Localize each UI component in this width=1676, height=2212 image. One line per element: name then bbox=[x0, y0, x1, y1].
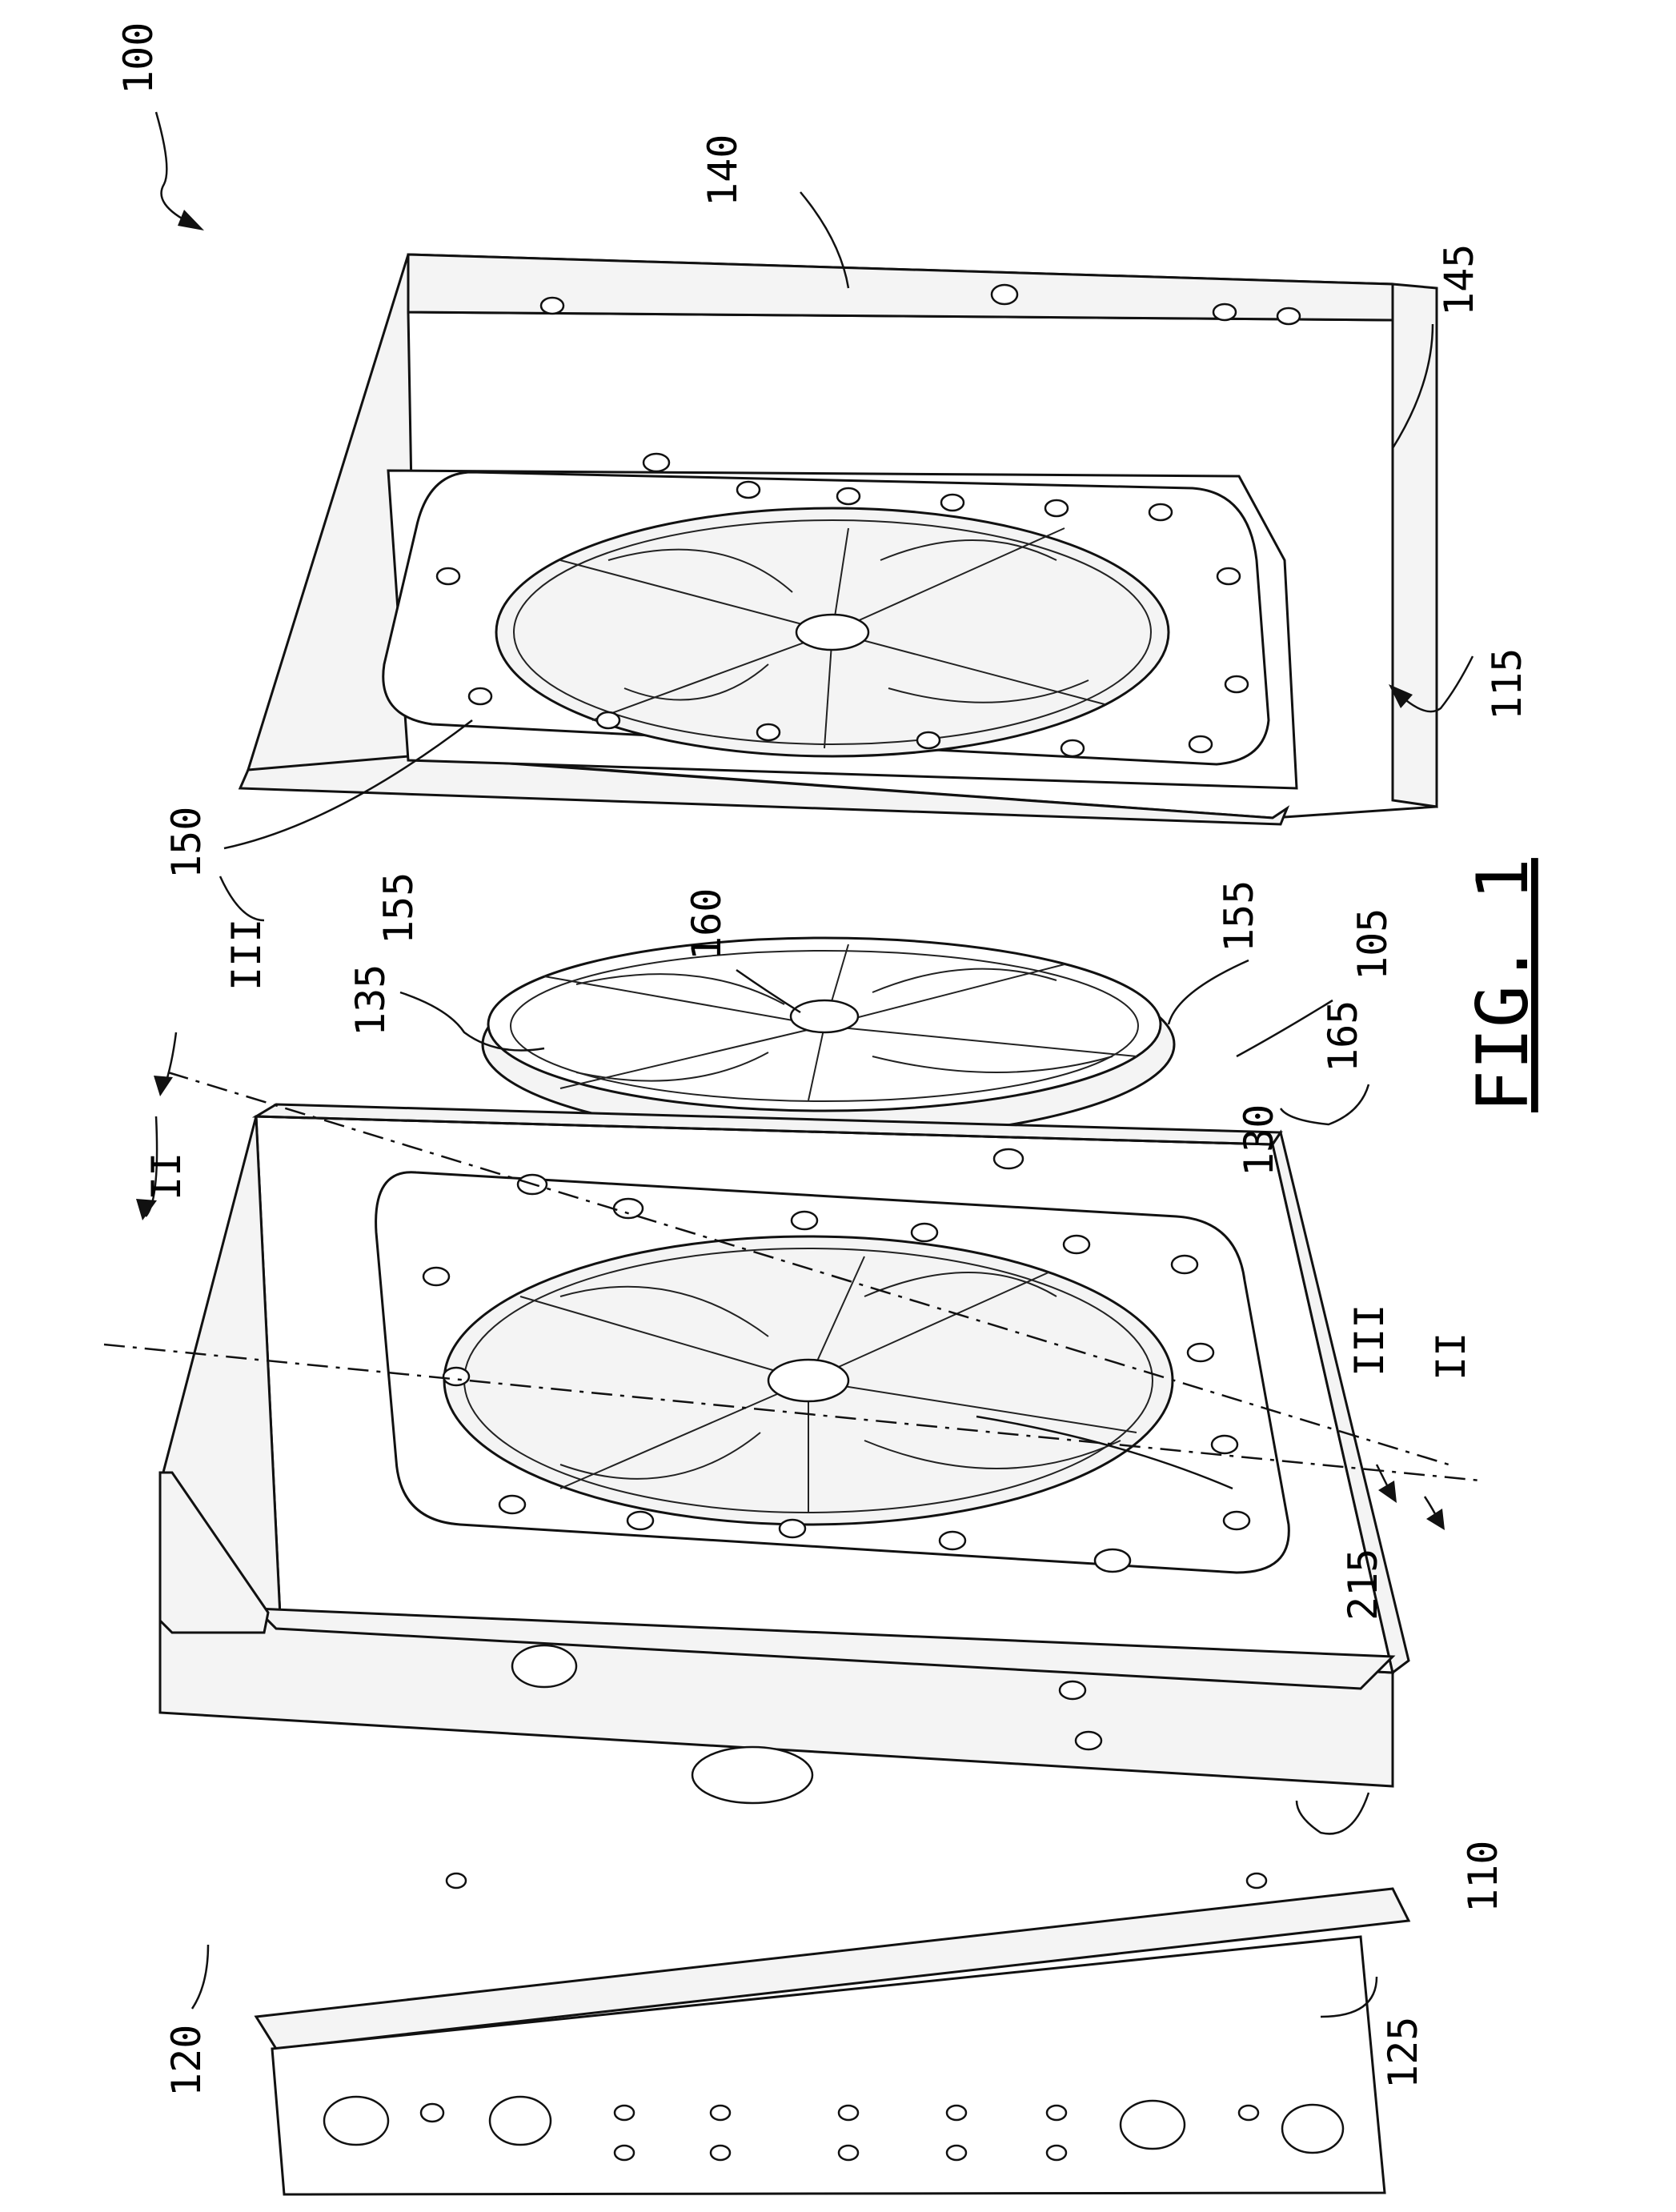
lower-mold-half bbox=[160, 1104, 1409, 1888]
label-130: 130 bbox=[1236, 1104, 1282, 1176]
label-100: 100 bbox=[115, 22, 162, 94]
label-215: 215 bbox=[1340, 1549, 1386, 1621]
section-label-III-bottom: III bbox=[1346, 1304, 1393, 1376]
clamp-plate bbox=[256, 1889, 1409, 2194]
label-125: 125 bbox=[1380, 2017, 1426, 2089]
figure-title: FIG. 1 bbox=[1461, 858, 1544, 1112]
label-115: 115 bbox=[1484, 648, 1530, 720]
label-110: 110 bbox=[1460, 1841, 1506, 1913]
upper-mold-half bbox=[240, 254, 1437, 824]
molded-wheel-part bbox=[483, 938, 1174, 1139]
label-120: 120 bbox=[163, 2025, 210, 2097]
label-155-upper: 155 bbox=[375, 872, 422, 944]
label-155-lower: 155 bbox=[1216, 880, 1262, 952]
label-105: 105 bbox=[1349, 908, 1396, 980]
label-150: 150 bbox=[163, 807, 210, 879]
label-135: 135 bbox=[347, 964, 394, 1036]
label-140: 140 bbox=[700, 134, 746, 206]
section-label-III-top: III bbox=[223, 919, 270, 991]
label-145: 145 bbox=[1436, 244, 1482, 316]
section-label-II-top: II bbox=[143, 1152, 190, 1200]
label-165: 165 bbox=[1320, 1000, 1366, 1072]
section-label-II-bottom: II bbox=[1428, 1332, 1474, 1380]
label-160: 160 bbox=[684, 888, 730, 960]
